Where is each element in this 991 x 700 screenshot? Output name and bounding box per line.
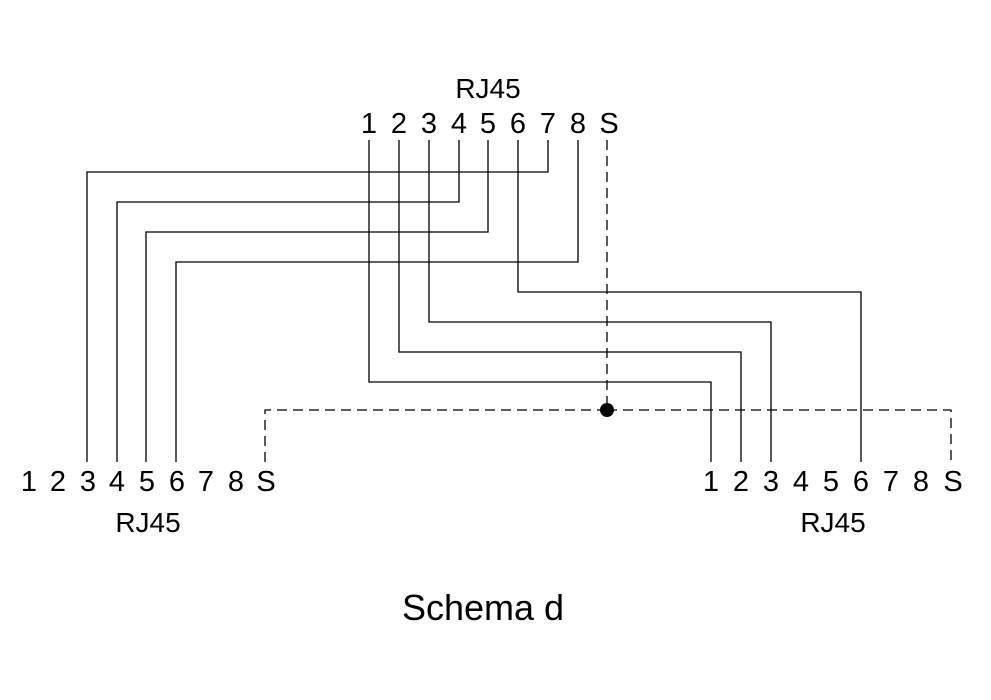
- shield-wires: [264, 140, 952, 462]
- top-connector-label: RJ45: [455, 73, 520, 104]
- wire-top-6-to-right-6: [517, 140, 862, 462]
- top-pin-4: 4: [451, 108, 467, 140]
- wire-top-8-to-left-6: [175, 140, 579, 462]
- bottom-right-pin-5: 5: [823, 466, 839, 498]
- wire-top-3-to-right-3: [428, 140, 772, 462]
- bottom-left-connector-label: RJ45: [115, 507, 180, 538]
- bottom-right-pin-s: S: [943, 466, 962, 498]
- top-pin-6: 6: [510, 108, 526, 140]
- wire-top-5-to-left-5: [145, 140, 489, 462]
- bottom-right-pin-4: 4: [793, 466, 809, 498]
- bottom-left-pin-s: S: [256, 466, 275, 498]
- top-pin-8: 8: [570, 108, 586, 140]
- diagram-caption: Schema d: [402, 587, 564, 628]
- bottom-left-pin-3: 3: [80, 466, 96, 498]
- top-pin-s: S: [599, 108, 618, 140]
- bottom-left-pin-1: 1: [21, 466, 37, 498]
- bottom-left-pin-5: 5: [139, 466, 155, 498]
- bottom-left-pin-8: 8: [228, 466, 244, 498]
- bottom-left-pin-4: 4: [109, 466, 125, 498]
- wire-top-4-to-left-4: [116, 140, 460, 462]
- shield-to-left-s: [264, 409, 607, 462]
- top-pin-1: 1: [361, 108, 377, 140]
- bottom-right-pin-6: 6: [853, 466, 869, 498]
- signal-wires: [86, 140, 862, 462]
- shield-to-right-s: [607, 409, 952, 462]
- bottom-right-pin-3: 3: [763, 466, 779, 498]
- bottom-left-pin-7: 7: [198, 466, 214, 498]
- bottom-right-pin-1: 1: [703, 466, 719, 498]
- top-pin-3: 3: [421, 108, 437, 140]
- bottom-left-pin-6: 6: [169, 466, 185, 498]
- wire-top-7-to-left-3: [86, 140, 549, 462]
- top-pin-2: 2: [391, 108, 407, 140]
- wire-top-2-to-right-2: [398, 140, 742, 462]
- bottom-right-pin-7: 7: [883, 466, 899, 498]
- bottom-right-connector-label: RJ45: [800, 507, 865, 538]
- wire-top-1-to-right-1: [368, 140, 712, 462]
- top-pin-7: 7: [540, 108, 556, 140]
- top-pin-5: 5: [480, 108, 496, 140]
- bottom-right-pin-8: 8: [913, 466, 929, 498]
- shield-junction-dot: [600, 403, 614, 417]
- bottom-right-pin-2: 2: [733, 466, 749, 498]
- bottom-left-pin-2: 2: [50, 466, 66, 498]
